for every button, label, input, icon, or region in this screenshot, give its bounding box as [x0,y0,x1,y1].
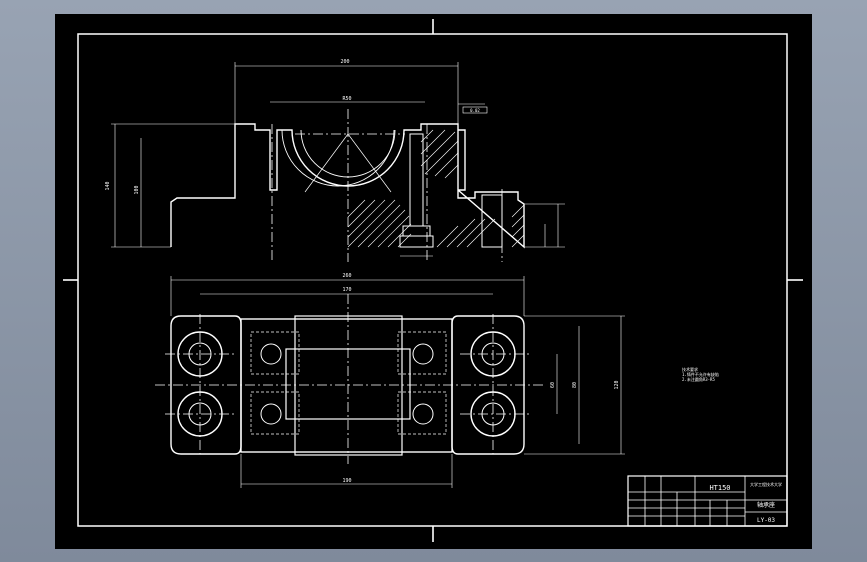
dim-right-h3: 60 [550,382,556,388]
title-drawing-no: LY-03 [757,517,775,524]
front-view: 200 R50 140 100 0.02 [105,59,565,262]
dim-left-height: 140 [105,181,111,190]
dim-plan-overall: 260 [342,273,351,279]
title-part-name: 轴承座 [757,501,775,509]
dim-left-inner: 100 [134,185,140,194]
cad-drawing: 200 R50 140 100 0.02 [63,19,803,542]
dim-plan-inner: 170 [342,287,351,293]
title-block [627,475,788,527]
plan-view: 260 170 190 120 80 60 [155,273,625,488]
technical-notes: 技术要求 1.铸件不允许有缺陷 2.未注圆角R3-R5 [682,366,719,382]
notes-line1: 1.铸件不允许有缺陷 [682,371,719,377]
dim-top-overall: 200 [340,59,349,65]
title-material: HT150 [709,484,730,492]
drawing-sheet: 200 R50 140 100 0.02 [55,14,812,549]
dim-plan-bottom: 190 [342,478,351,484]
dim-right-h1: 120 [614,380,620,389]
title-school: 大学工程技术大学 [750,481,782,487]
notes-title: 技术要求 [682,366,698,372]
center-marks [63,19,803,542]
notes-line2: 2.未注圆角R3-R5 [682,376,715,382]
dim-top-bore: R50 [342,96,351,102]
dim-right-h2: 80 [572,382,578,388]
dim-right-tolerance: 0.02 [470,108,480,113]
